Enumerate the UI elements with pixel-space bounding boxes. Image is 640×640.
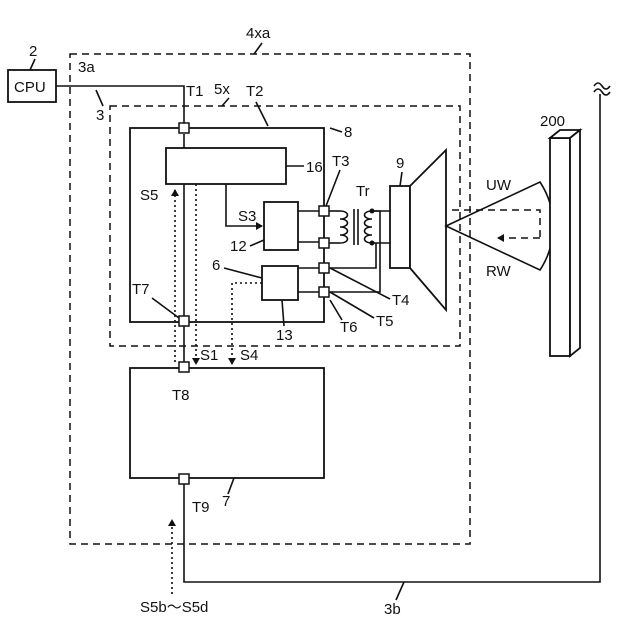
label-T4: T4: [392, 292, 410, 309]
target-200: [550, 138, 570, 356]
node-bot: [370, 241, 375, 246]
label-13: 13: [276, 327, 293, 344]
label-T1: T1: [186, 83, 204, 100]
label-UW: UW: [486, 177, 512, 194]
cpu-label: CPU: [14, 79, 46, 96]
label-9: 9: [396, 155, 404, 172]
leader-2: [30, 59, 35, 70]
terminal-T8: [179, 362, 189, 372]
label-200: 200: [540, 113, 565, 130]
tr-primary-coil: [340, 211, 348, 243]
leader-7: [228, 478, 234, 494]
terminal-T7: [179, 316, 189, 326]
label-T7: T7: [132, 281, 150, 298]
label-T9: T9: [192, 499, 210, 516]
label-T5: T5: [376, 313, 394, 330]
terminal-T3: [319, 206, 329, 216]
block-12: [264, 202, 298, 250]
target-200-side: [570, 130, 580, 356]
label-T8: T8: [172, 387, 190, 404]
label-3a: 3a: [78, 59, 95, 76]
label-3: 3: [96, 107, 104, 124]
line-T4-node: [329, 243, 376, 268]
transducer-9: [390, 186, 410, 268]
terminal-T1: [179, 123, 189, 133]
label-T2: T2: [246, 83, 264, 100]
terminal-T5: [319, 287, 329, 297]
label-T3: T3: [332, 153, 350, 170]
label-6: 6: [212, 257, 220, 274]
label-4xa: 4xa: [246, 25, 271, 42]
label-RW: RW: [486, 263, 512, 280]
break-mark: [594, 89, 610, 95]
label-T6: T6: [340, 319, 358, 336]
leader-T4: [330, 268, 390, 299]
label-Tr: Tr: [356, 183, 370, 200]
block-13: [262, 266, 298, 300]
label-8: 8: [344, 124, 352, 141]
leader-5x: [222, 98, 229, 106]
block-16: [166, 148, 286, 184]
leader-3b: [396, 582, 404, 600]
leader-4xa: [254, 43, 262, 54]
label-S1: S1: [200, 347, 218, 364]
label-2: 2: [29, 43, 37, 60]
terminal-T3b: [319, 238, 329, 248]
leader-3: [96, 90, 103, 106]
terminal-T4: [319, 263, 329, 273]
label-3b: 3b: [384, 601, 401, 618]
leader-T6: [330, 300, 342, 320]
label-S4: S4: [240, 347, 258, 364]
transducer-horn: [410, 150, 446, 310]
tr-secondary-coil: [365, 211, 373, 243]
leader-T5: [330, 292, 374, 318]
label-12: 12: [230, 238, 247, 255]
label-7: 7: [222, 493, 230, 510]
terminal-T9: [179, 474, 189, 484]
label-16: 16: [306, 159, 323, 176]
label-5x: 5x: [214, 81, 230, 98]
leader-9: [400, 172, 402, 186]
beam-cone: [446, 182, 553, 270]
block-7: [130, 368, 324, 478]
leader-T3: [326, 170, 340, 206]
label-S3: S3: [238, 208, 256, 225]
break-mark-2: [594, 83, 610, 89]
leader-8: [330, 128, 342, 132]
label-S5: S5: [140, 187, 158, 204]
label-S5bd: S5b～S5d: [140, 599, 208, 616]
wave-uw: [452, 210, 540, 238]
